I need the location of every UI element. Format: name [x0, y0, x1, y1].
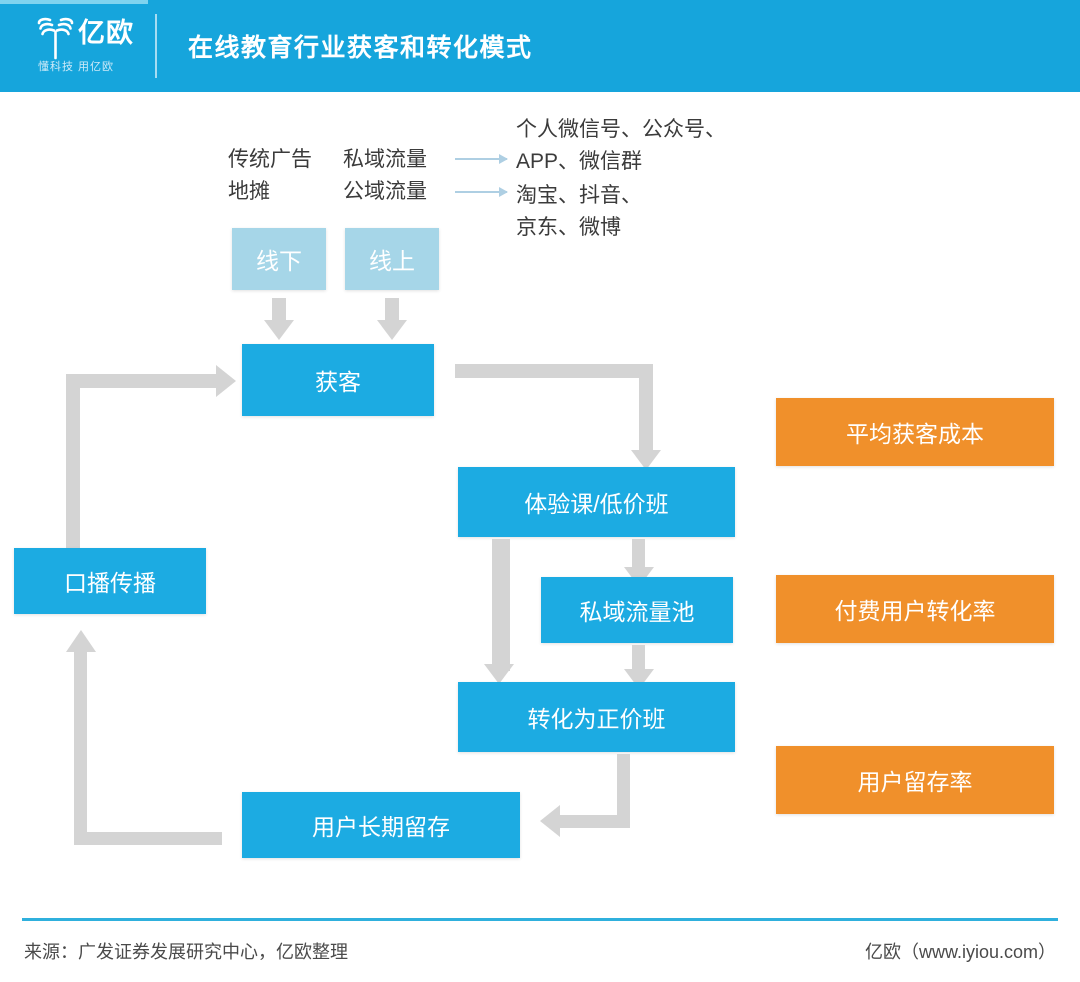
metric-user-retention-rate[interactable]: 用户留存率: [776, 746, 1054, 814]
node-long-term-retention[interactable]: 用户长期留存: [242, 792, 520, 858]
connector-wom-to-acquire-horizontal: [66, 374, 218, 388]
offline-source-line-1: 传统广告: [228, 148, 312, 171]
public-traffic-arrow: [455, 187, 508, 197]
connector-online-to-acquire-head: [377, 320, 407, 340]
logo-wordmark: 亿欧: [78, 18, 134, 48]
logo-tagline: 懂科技 用亿欧: [38, 61, 115, 73]
online-source-line-2: 公域流量: [343, 180, 427, 203]
node-offline[interactable]: 线下: [232, 228, 326, 290]
connector-retention-to-wom-vertical: [74, 650, 87, 845]
node-trial-class[interactable]: 体验课/低价班: [458, 467, 735, 537]
connector-trial-to-convert-head: [484, 664, 514, 684]
connector-retention-to-wom-horizontal: [74, 832, 222, 845]
connector-offline-to-acquire-head: [264, 320, 294, 340]
connector-convert-to-retention-vertical: [617, 754, 630, 828]
connector-convert-to-retention-head: [540, 805, 560, 837]
footer-attribution: 亿欧（www.iyiou.com）: [864, 942, 1056, 962]
connector-trial-to-convert-stem: [492, 539, 510, 671]
footer-divider: [22, 918, 1058, 921]
node-acquire[interactable]: 获客: [242, 344, 434, 416]
public-examples-line-1: 淘宝、抖音、: [516, 184, 642, 207]
connector-convert-to-retention-horizontal: [560, 815, 630, 828]
header-divider: [155, 14, 157, 78]
connector-wom-to-acquire-head: [216, 365, 236, 397]
connector-acquire-to-trial-vertical: [639, 364, 653, 454]
node-online[interactable]: 线上: [345, 228, 439, 290]
header-accent-strip: [0, 0, 148, 4]
node-private-pool[interactable]: 私域流量池: [541, 577, 733, 643]
node-word-of-mouth[interactable]: 口播传播: [14, 548, 206, 614]
node-convert-full-price[interactable]: 转化为正价班: [458, 682, 735, 752]
diagram-canvas: 传统广告 地摊 私域流量 公域流量 个人微信号、公众号、 APP、微信群 淘宝、…: [0, 92, 1080, 900]
page-header: 亿欧 懂科技 用亿欧 在线教育行业获客和转化模式: [0, 0, 1080, 92]
private-traffic-arrow: [455, 154, 508, 164]
private-examples-line-1: 个人微信号、公众号、: [516, 118, 726, 141]
connector-offline-to-acquire-stem: [272, 298, 286, 322]
offline-source-line-2: 地摊: [228, 180, 270, 203]
page-title: 在线教育行业获客和转化模式: [188, 34, 533, 62]
footer-source: 来源：广发证券发展研究中心，亿欧整理: [24, 942, 348, 962]
online-source-line-1: 私域流量: [343, 148, 427, 171]
connector-trial-to-pool-stem: [632, 539, 645, 571]
public-examples-line-2: 京东、微博: [516, 216, 621, 239]
private-examples-line-2: APP、微信群: [516, 150, 643, 173]
brand-logo: 亿欧 懂科技 用亿欧: [36, 14, 148, 78]
metric-paid-conversion-rate[interactable]: 付费用户转化率: [776, 575, 1054, 643]
metric-avg-acquisition-cost[interactable]: 平均获客成本: [776, 398, 1054, 466]
connector-retention-to-wom-head: [66, 630, 96, 652]
connector-acquire-to-trial-horizontal: [455, 364, 653, 378]
connector-online-to-acquire-stem: [385, 298, 399, 322]
yiou-leaf-icon: [37, 17, 74, 60]
connector-pool-to-convert-stem: [632, 645, 645, 675]
connector-acquire-to-trial-head: [631, 450, 661, 470]
